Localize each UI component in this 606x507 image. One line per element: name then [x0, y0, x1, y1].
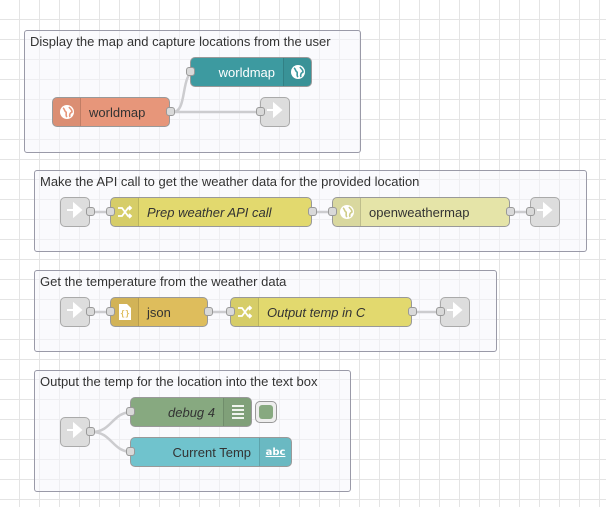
group-label: Display the map and capture locations fr… [30, 34, 331, 49]
abc-icon-text: abc [265, 446, 286, 458]
shuffle-icon [231, 298, 259, 326]
input-port[interactable] [106, 207, 115, 216]
node-label: Prep weather API call [147, 204, 272, 220]
svg-text:{}: {} [120, 309, 130, 318]
output-port[interactable] [308, 207, 317, 216]
link-arrow-icon [266, 101, 284, 123]
node-label: openweathermap [369, 204, 470, 220]
link-arrow-icon [446, 301, 464, 323]
list-icon [223, 398, 251, 426]
input-port[interactable] [186, 67, 195, 76]
output-port[interactable] [86, 307, 95, 316]
input-port[interactable] [106, 307, 115, 316]
output-port[interactable] [166, 107, 175, 116]
link-arrow-icon [66, 421, 84, 443]
globe-icon [53, 98, 81, 126]
group-label: Get the temperature from the weather dat… [40, 274, 287, 289]
link-arrow-icon [66, 301, 84, 323]
node-label: json [147, 304, 171, 320]
worldmap-in-node[interactable]: worldmap [52, 97, 170, 127]
node-label: worldmap [218, 64, 275, 80]
abc-icon: abc [259, 438, 291, 466]
link-out-node[interactable] [440, 297, 470, 327]
json-node[interactable]: {} json [110, 297, 208, 327]
link-in-node[interactable] [60, 297, 90, 327]
link-in-node[interactable] [60, 417, 90, 447]
group-label: Make the API call to get the weather dat… [40, 174, 420, 189]
output-port[interactable] [204, 307, 213, 316]
prep-weather-node[interactable]: Prep weather API call [110, 197, 312, 227]
worldmap-out-node[interactable]: worldmap [190, 57, 312, 87]
node-label: worldmap [89, 104, 146, 120]
input-port[interactable] [126, 447, 135, 456]
group-map[interactable]: Display the map and capture locations fr… [24, 30, 361, 153]
link-out-node[interactable] [260, 97, 290, 127]
shuffle-icon [111, 198, 139, 226]
input-port[interactable] [328, 207, 337, 216]
output-port[interactable] [408, 307, 417, 316]
current-temp-node[interactable]: Current Temp abc [130, 437, 292, 467]
openweathermap-node[interactable]: openweathermap [332, 197, 510, 227]
link-arrow-icon [66, 201, 84, 223]
globe-icon [283, 58, 311, 86]
output-temp-node[interactable]: Output temp in C [230, 297, 412, 327]
node-label: debug 4 [168, 404, 215, 420]
debug-toggle-button[interactable] [255, 401, 277, 423]
weather-icon [333, 198, 361, 226]
input-port[interactable] [526, 207, 535, 216]
group-label: Output the temp for the location into th… [40, 374, 318, 389]
json-icon: {} [111, 298, 139, 326]
output-port[interactable] [86, 207, 95, 216]
debug4-node[interactable]: debug 4 [130, 397, 252, 427]
input-port[interactable] [436, 307, 445, 316]
output-port[interactable] [86, 427, 95, 436]
input-port[interactable] [256, 107, 265, 116]
debug-toggle-indicator [259, 405, 273, 419]
node-label: Output temp in C [267, 304, 366, 320]
input-port[interactable] [126, 407, 135, 416]
input-port[interactable] [226, 307, 235, 316]
group-output[interactable]: Output the temp for the location into th… [34, 370, 351, 492]
node-label: Current Temp [172, 444, 251, 460]
output-port[interactable] [506, 207, 515, 216]
link-arrow-icon [536, 201, 554, 223]
